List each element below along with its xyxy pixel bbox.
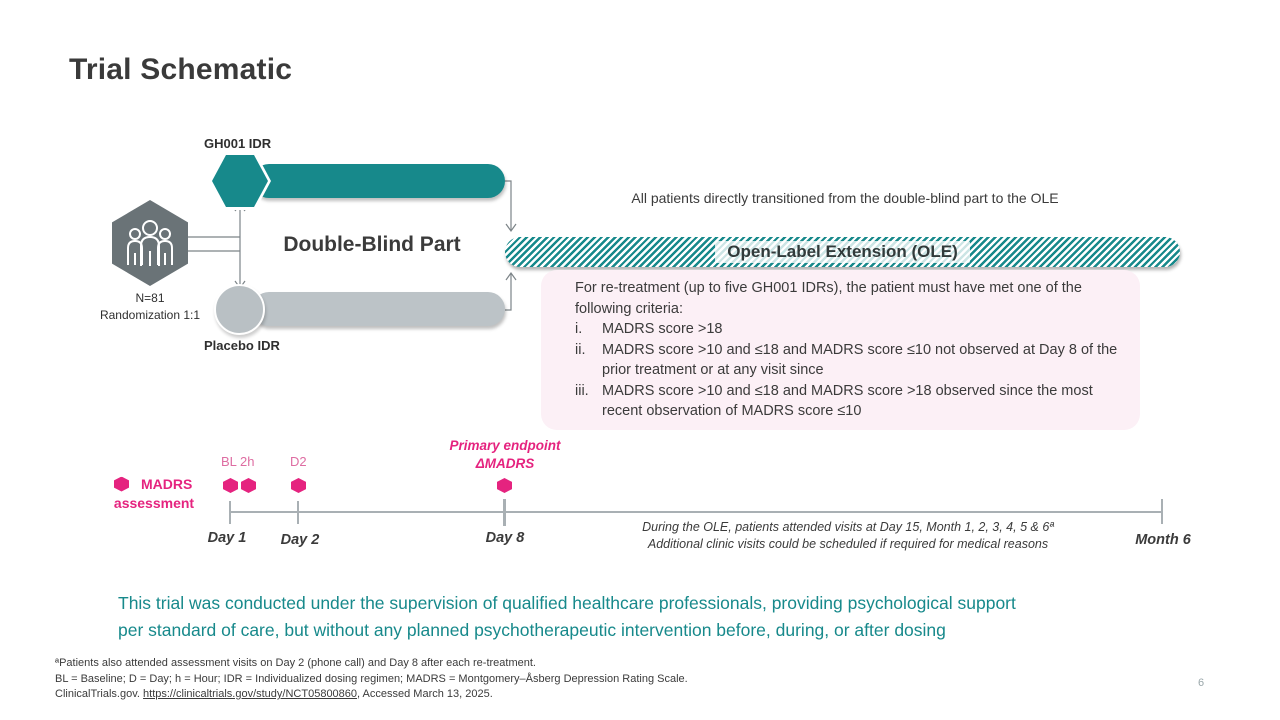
timeline-axis <box>230 511 1162 513</box>
primary-endpoint-line1: Primary endpoint <box>449 438 561 453</box>
tick-month6 <box>1161 499 1163 524</box>
footnote-source-prefix: ClinicalTrials.gov. <box>55 688 144 700</box>
madrs-marker-bl <box>223 478 238 493</box>
timeline-label-day1: Day 1 <box>207 530 247 546</box>
baseline-2h-label: BL 2h <box>221 454 255 469</box>
supervision-note-line2: per standard of care, but without any pl… <box>118 620 946 640</box>
tick-day8 <box>503 499 506 526</box>
n-patients-label: N=81 <box>135 291 165 305</box>
madrs-marker-icon <box>114 476 129 492</box>
tick-day1 <box>229 501 231 524</box>
madrs-marker-2h <box>241 478 256 493</box>
criteria-item-iii: iii. MADRS score >10 and ≤18 and MADRS s… <box>575 381 1135 422</box>
footnote-abbreviations: BL = Baseline; D = Day; h = Hour; IDR = … <box>55 672 688 685</box>
placebo-arm-label: Placebo IDR <box>204 338 280 353</box>
timeline-label-month6: Month 6 <box>1135 532 1191 548</box>
ole-visits-note-line1: During the OLE, patients attended visits… <box>642 520 1054 534</box>
randomization-label: Randomization 1:1 <box>99 308 201 322</box>
supervision-note: This trial was conducted under the super… <box>118 590 1158 644</box>
tick-day2 <box>297 501 299 524</box>
madrs-assessment-legend: MADRS assessment <box>106 476 202 511</box>
criteria-item-i: i. MADRS score >18 <box>575 319 1135 340</box>
criteria-number: iii. <box>575 382 589 399</box>
people-icon <box>127 220 173 266</box>
primary-endpoint-line2: ΔMADRS <box>475 456 535 471</box>
criteria-number: i. <box>575 321 583 337</box>
criteria-text: MADRS score >10 and ≤18 and MADRS score … <box>602 341 1118 379</box>
footnote-source: ClinicalTrials.gov. https://clinicaltria… <box>55 687 688 703</box>
ole-bar: Open-Label Extension (OLE) <box>505 237 1180 267</box>
ole-visits-note-line2: Additional clinic visits could be schedu… <box>647 537 1049 551</box>
day2-marker-label: D2 <box>290 454 307 469</box>
criteria-text: MADRS score >10 and ≤18 and MADRS score … <box>602 382 1093 420</box>
criteria-intro: For re-treatment (up to five GH001 IDRs)… <box>575 280 1082 317</box>
patients-hexagon <box>112 200 188 286</box>
gh001-arm-label: GH001 IDR <box>204 136 272 151</box>
legend-text: assessment <box>113 495 195 511</box>
gh001-arm-bar <box>252 164 505 198</box>
madrs-marker-d2 <box>291 478 306 493</box>
placebo-arm-bar <box>252 292 505 326</box>
double-blind-part-label: Double-Blind Part <box>283 233 461 256</box>
ole-label: Open-Label Extension (OLE) <box>715 241 970 263</box>
footnote-source-suffix: , Accessed March 13, 2025. <box>357 688 493 700</box>
timeline-label-day8: Day 8 <box>485 530 525 546</box>
supervision-note-line1: This trial was conducted under the super… <box>118 593 1016 613</box>
criteria-text: MADRS score >18 <box>602 321 723 337</box>
footnote-retreatment: ªPatients also attended assessment visit… <box>55 657 536 669</box>
timeline-label-day2: Day 2 <box>280 532 320 548</box>
primary-endpoint-label: Primary endpoint ΔMADRS <box>425 437 585 473</box>
madrs-marker-day8 <box>497 478 512 493</box>
legend-text: MADRS <box>141 476 193 492</box>
page-number: 6 <box>1198 677 1205 689</box>
clinicaltrials-link[interactable]: https://clinicaltrials.gov/study/NCT0580… <box>143 688 358 700</box>
criteria-item-ii: ii. MADRS score >10 and ≤18 and MADRS sc… <box>575 340 1135 381</box>
footnotes: ªPatients also attended assessment visit… <box>55 656 688 703</box>
transition-note: All patients directly transitioned from … <box>631 190 1059 206</box>
criteria-number: ii. <box>575 341 586 358</box>
placebo-circle <box>214 284 265 335</box>
retreatment-criteria-box: For re-treatment (up to five GH001 IDRs)… <box>541 270 1140 430</box>
ole-visits-note: During the OLE, patients attended visits… <box>598 519 1098 553</box>
page-title: Trial Schematic <box>69 53 293 86</box>
